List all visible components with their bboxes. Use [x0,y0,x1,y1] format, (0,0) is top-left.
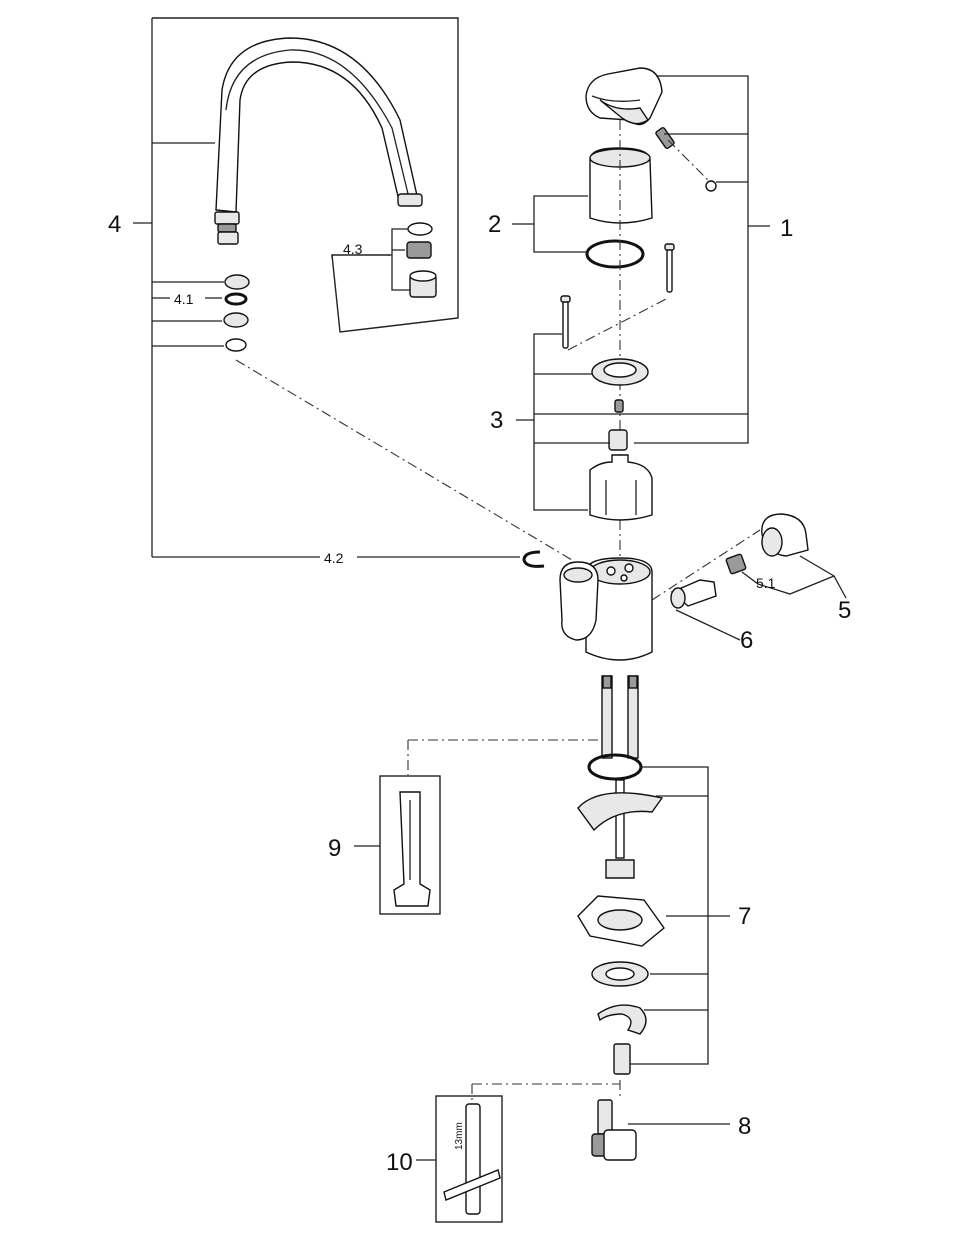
label-4-2: 4.2 [324,550,344,566]
half-washer-top [577,792,664,832]
label-8: 8 [738,1113,751,1140]
handle-group [585,67,770,444]
tail-connector [613,1043,631,1075]
spline-adapter [608,429,628,451]
tool-10-group: 13mm [416,1095,503,1223]
tool-9-key [393,791,431,907]
cover-group [512,147,653,269]
hose-group [591,1099,730,1161]
label-2: 2 [488,211,501,238]
spout-group [133,17,573,561]
spindle-part-5-1 [725,553,747,575]
grub-screw [655,127,675,149]
aerator-washer [407,222,433,236]
tool-10-wrench [465,1103,481,1215]
label-4: 4 [108,211,121,238]
cartridge [589,454,653,521]
flexible-hose [597,1099,613,1135]
spout-socket [559,561,599,641]
base-o-ring [587,753,643,781]
tool-9-group [354,775,441,915]
side-parts [651,513,847,641]
label-4-1: 4.1 [174,291,194,307]
spout-outlet [397,193,423,207]
label-6: 6 [740,627,753,654]
mixer-body [522,550,653,759]
nut [605,859,635,879]
half-washer-bottom [597,1004,647,1035]
tool-10-box [435,1095,503,1223]
wrench-size-label: 13mm [454,1122,465,1150]
cover-o-ring [585,239,645,269]
body-casting [585,557,653,661]
retaining-clip [522,550,545,568]
lever-handle [585,67,663,126]
spout-box-outline [152,17,459,333]
label-1: 1 [780,215,793,242]
label-5-1: 5.1 [756,575,776,591]
mounting-group [407,739,730,1100]
long-screw-right [666,247,673,293]
threaded-rod [615,779,625,859]
label-5: 5 [838,597,851,624]
cap-plug [705,180,717,192]
small-screw [614,399,624,413]
long-screw-left [562,299,569,349]
tool-9-box [379,775,441,915]
aerator-insert [406,241,432,259]
label-10: 10 [386,1149,413,1176]
cartridge-group [516,120,748,560]
label-9: 9 [328,835,341,862]
label-3: 3 [490,407,503,434]
spout-pipe [215,37,419,213]
label-4-3: 4.3 [343,241,363,257]
label-7: 7 [738,903,751,930]
